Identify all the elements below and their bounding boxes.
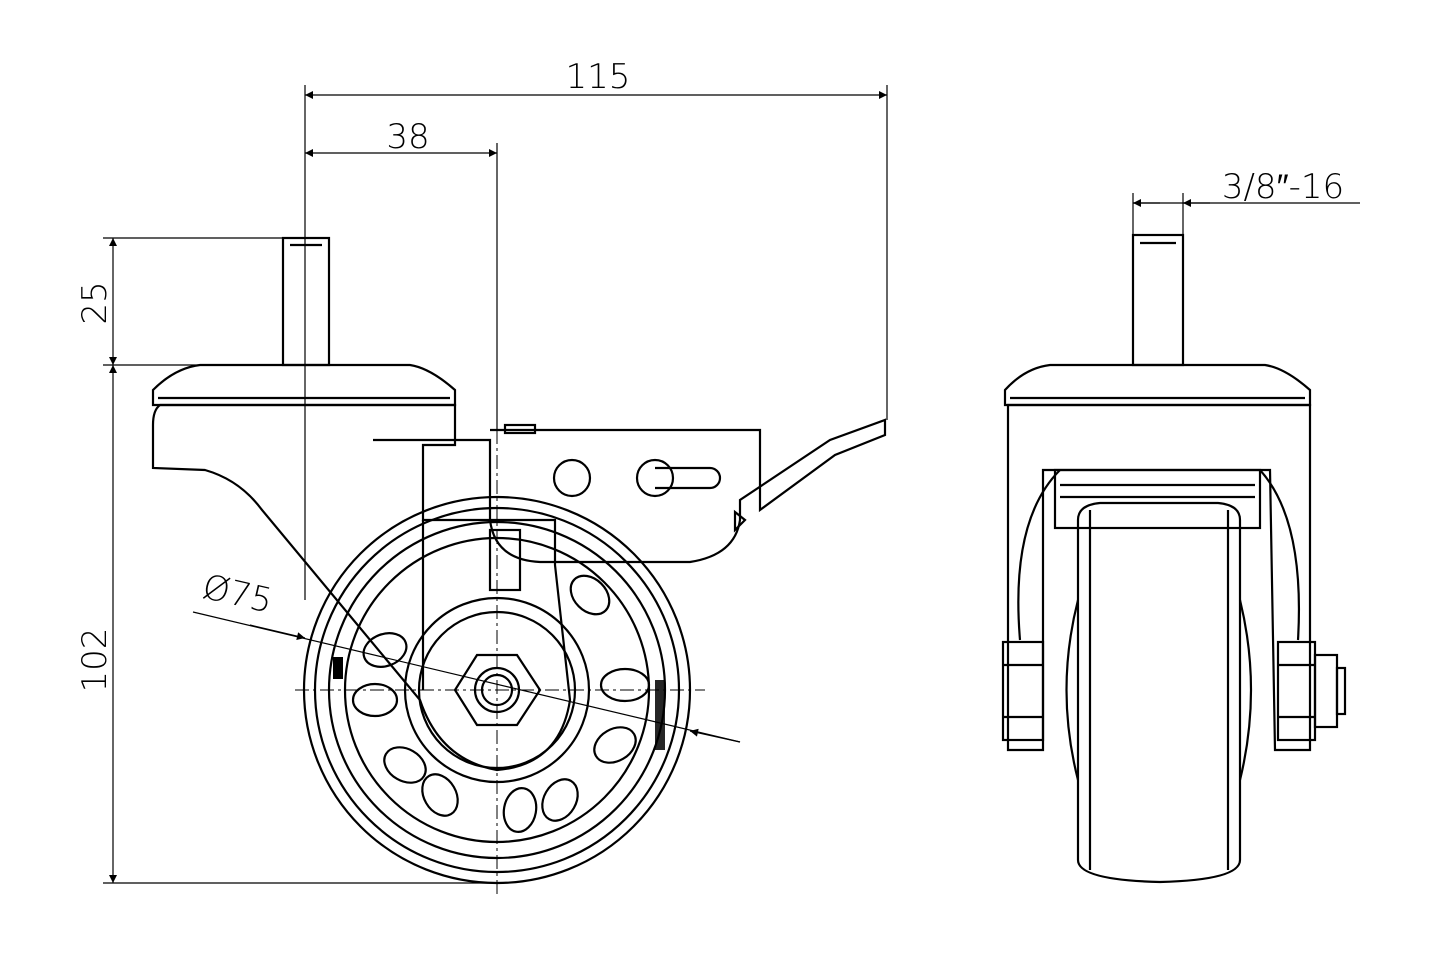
- wheel-front: [1065, 501, 1253, 884]
- dimension-115: 115: [304, 57, 888, 600]
- threaded-stem-front: [1131, 233, 1185, 367]
- dimension-102: 102: [75, 365, 500, 884]
- top-plate-front: [1003, 363, 1312, 407]
- side-view: [151, 225, 887, 895]
- front-view: [1001, 233, 1347, 884]
- svg-text:115: 115: [566, 57, 631, 97]
- top-plate: [151, 363, 457, 407]
- axle-nuts-front: [1001, 640, 1347, 742]
- svg-text:3/8″-16: 3/8″-16: [1222, 167, 1344, 207]
- wheel-mark: [333, 657, 343, 679]
- svg-text:102: 102: [75, 628, 115, 693]
- dimension-thread: 3/8″-16: [1132, 167, 1360, 235]
- svg-text:38: 38: [386, 117, 429, 157]
- dimension-25: 25: [75, 237, 283, 366]
- fork-front: [1006, 403, 1312, 752]
- wheel-spokes: [351, 574, 651, 833]
- wheel-embossed-text: [655, 680, 665, 750]
- brake-pedal: [373, 418, 887, 592]
- threaded-stem: [281, 236, 331, 367]
- svg-text:25: 25: [75, 281, 115, 324]
- dimension-38: 38: [305, 117, 498, 430]
- svg-text:Ø75: Ø75: [199, 567, 276, 622]
